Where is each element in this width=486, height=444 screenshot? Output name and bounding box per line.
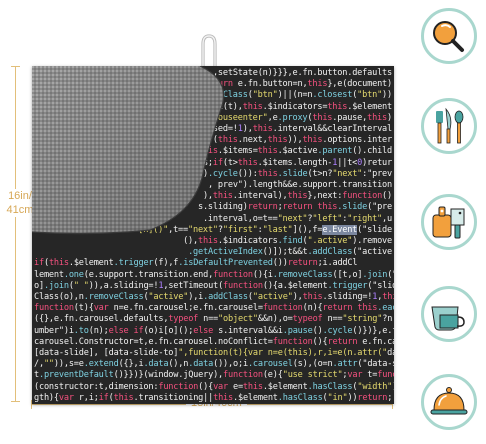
code-line: Class(o),n.removeClass("active"),i.addCl…: [34, 292, 394, 302]
height-dimension-tick-top: [11, 66, 20, 67]
code-line: ),this.interval),this},next:function(): [202, 191, 392, 202]
fork-knife-spoon-icon: [436, 107, 464, 144]
code-line: ({},e.fn.carousel.defaults,typeof n=="ob…: [34, 314, 394, 325]
width-dimension-tick-right: [392, 400, 393, 409]
code-line: gth){var r,i;if(this.transitioning||this…: [34, 392, 393, 403]
code-pattern: ,setState(n)}}},e.fn.button.defaultsretu…: [32, 66, 394, 404]
code-line: umber")i.to(n);else if(o)i[o]();else s.i…: [34, 325, 394, 336]
code-line: [data-slide], [data-slide-to]",function(…: [34, 348, 394, 358]
code-line: o].join(" ")),a.sliding=!1,setTimeout(fu…: [34, 280, 394, 291]
folded-corner: [32, 66, 225, 235]
code-line: .getActiveIndex()]);t&&t.addClass("activ…: [188, 247, 392, 258]
badge-bowl-cup: [421, 286, 477, 342]
cloche-icon: [430, 387, 468, 415]
code-line: ,setState(n)}}},e.fn.button.defaults: [212, 68, 392, 78]
code-line: lement.one(e.support.transition.end,func…: [34, 269, 394, 280]
magnifying-glass-icon: [433, 21, 464, 52]
code-line: .hasClass("btn")||(n=n.closest("btn")): [202, 90, 392, 101]
height-dimension-line: [15, 66, 16, 402]
width-dimension-tick-left: [31, 400, 32, 409]
badge-cutlery: [421, 98, 477, 154]
code-line: t.preventDefault()}})}(window.jQuery),fu…: [34, 370, 394, 381]
code-line: if(this.$element.trigger(f),f.isDefaultP…: [34, 258, 358, 269]
towel-product: ,setState(n)}}},e.fn.button.defaultsretu…: [32, 66, 394, 404]
code-line: s.sliding)return;return this.slide("pre: [197, 202, 392, 213]
cutting-board-cleaver-icon: [432, 206, 465, 239]
code-line: , prev").length&&e.support.transition: [207, 180, 392, 190]
code-line: (),this.$indicators.find(".active").remo…: [183, 236, 392, 246]
code-line: /,"")),s=e.extend({},i.data(),n.data()),…: [34, 359, 394, 370]
badge-cutting-board: [421, 194, 477, 250]
code-line: "mouseenter",e.proxy(this.pause,this): [207, 112, 392, 123]
code-line: function(t){var n=e.fn.carousel;e.fn.car…: [34, 303, 394, 314]
bowl-cup-icon: [431, 306, 465, 331]
code-line: carousel.Constructor=t,e.fn.carousel.noC…: [34, 336, 394, 347]
height-dimension-tick-bottom: [11, 401, 20, 402]
code-line: (constructor:t,dimension:function(){var …: [34, 381, 394, 392]
hanging-loop-icon: [201, 34, 217, 72]
code-line: .interval,o=t=="next"?"left":"right",u: [202, 213, 392, 224]
badge-magnifying-glass: [421, 8, 477, 64]
badge-cloche: [421, 374, 477, 430]
code-line: paused=!1),this.interval&&clearInterval: [197, 124, 392, 134]
